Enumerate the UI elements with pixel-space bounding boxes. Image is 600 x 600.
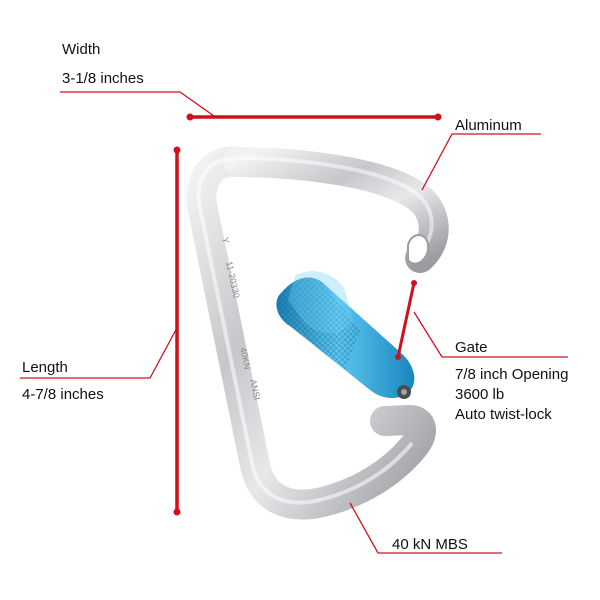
strength-title: 40 kN MBS	[392, 536, 468, 553]
width-dimension	[186, 113, 442, 121]
width-value: 3-1/8 inches	[62, 70, 144, 87]
engraving-mark-1: Y	[220, 236, 231, 244]
engraving-mark-4: ANSI	[248, 378, 262, 401]
carabiner-body	[186, 146, 449, 520]
callout-lines	[20, 91, 568, 554]
length-title: Length	[22, 359, 68, 376]
length-callout-line	[20, 325, 179, 379]
material-title: Aluminum	[455, 117, 522, 134]
engraving-mark-3: 40KN	[238, 346, 252, 370]
gate	[276, 271, 415, 399]
length-dimension	[173, 146, 181, 516]
gate-strength: 3600 lb	[455, 386, 505, 403]
width-callout-line	[60, 91, 215, 117]
gate-opening-dimension	[395, 280, 417, 360]
material-callout-line	[421, 133, 541, 191]
gate-opening: 7/8 inch Opening	[455, 366, 569, 383]
width-title: Width	[62, 41, 101, 58]
gate-callout-line	[413, 311, 568, 358]
length-value: 4-7/8 inches	[22, 386, 104, 403]
strength-callout-line	[349, 502, 502, 554]
gate-title: Gate	[455, 339, 488, 356]
gate-lock-type: Auto twist-lock	[455, 406, 552, 423]
